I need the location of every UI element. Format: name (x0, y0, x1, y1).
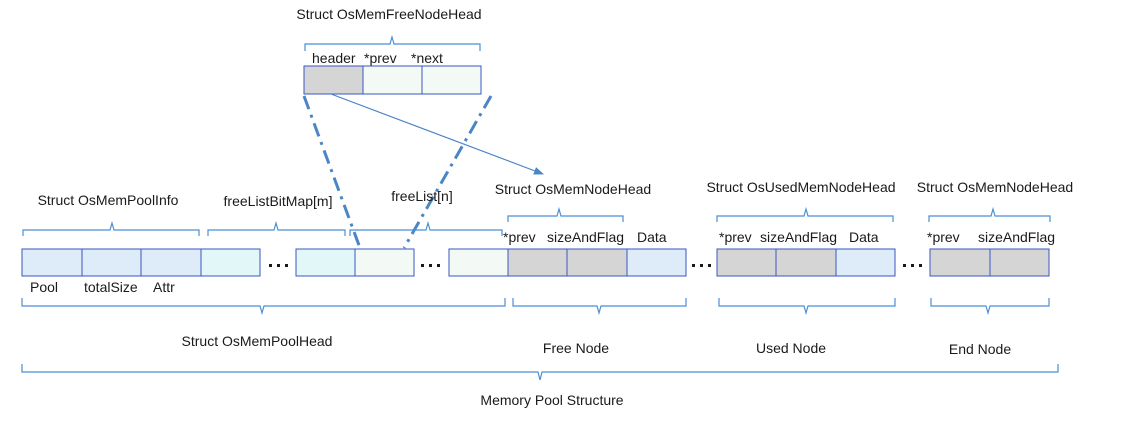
memory-pool-structure-label: Memory Pool Structure (480, 392, 623, 408)
dash-connector-right (402, 95, 493, 249)
used-node-size-cell (775, 248, 837, 277)
memory-pool-brace (21, 364, 1059, 381)
attr-cell (140, 248, 202, 277)
pool-cell (21, 248, 83, 277)
used-node-head-brace (716, 206, 894, 222)
free-head-next-cell (421, 65, 482, 95)
free-node-prev-cell (507, 248, 568, 277)
ellipsis-dots-4 (903, 264, 922, 267)
free-head-next-field: *next (411, 50, 443, 66)
end-node-size-cell (989, 248, 1050, 277)
free-node-data-field: Data (637, 229, 667, 245)
end-node-head-struct-label: Struct OsMemNodeHead (917, 179, 1073, 195)
end-node-brace (930, 298, 1050, 316)
used-node-data-cell (835, 248, 896, 277)
ellipsis-dots-2 (421, 264, 440, 267)
header-to-free-node-arrow (330, 93, 544, 175)
total-size-field: totalSize (84, 279, 138, 295)
end-node-size-and-flag-field: sizeAndFlag (978, 229, 1055, 245)
free-node-brace (512, 298, 687, 316)
free-list-bitmap-label: freeListBitMap[m] (224, 193, 333, 209)
used-node-prev-field: *prev (719, 229, 752, 245)
end-node-prev-cell (929, 248, 991, 277)
pool-info-struct-label: Struct OsMemPoolInfo (38, 192, 179, 208)
free-head-header-cell (303, 65, 364, 95)
used-node-prev-cell (716, 248, 777, 277)
pool-info-brace (22, 220, 200, 236)
free-list-brace (349, 220, 503, 236)
free-list-bitmap-cell (200, 248, 261, 277)
free-node-head-brace (304, 34, 481, 51)
attr-field: Attr (153, 279, 175, 295)
end-node-prev-field: *prev (927, 229, 960, 245)
free-head-prev-cell (362, 65, 423, 95)
free-head-prev-field: *prev (364, 50, 397, 66)
mem-node-head-struct-label: Struct OsMemNodeHead (495, 181, 651, 197)
free-node-head-struct-label: Struct OsMemFreeNodeHead (296, 6, 481, 22)
free-node-prev-field: *prev (503, 229, 536, 245)
free-head-header-field: header (312, 50, 356, 66)
free-node-data-cell (626, 248, 687, 277)
used-node-data-field: Data (849, 229, 879, 245)
used-mem-node-head-struct-label: Struct OsUsedMemNodeHead (706, 179, 895, 195)
free-list-cell (354, 248, 415, 277)
used-node-brace (718, 298, 896, 316)
free-list-bitmap-brace (207, 220, 346, 236)
free-list-end-cell (448, 248, 509, 277)
free-node-size-cell (566, 248, 628, 277)
used-node-size-and-flag-field: sizeAndFlag (760, 229, 837, 245)
mem-node-head-brace (507, 206, 624, 222)
end-node-label: End Node (949, 341, 1011, 357)
total-size-cell (81, 248, 142, 277)
end-node-head-brace (928, 206, 1051, 222)
pool-head-brace (21, 298, 506, 316)
used-node-label: Used Node (756, 340, 826, 356)
free-list-label: freeList[n] (391, 188, 452, 204)
free-node-label: Free Node (543, 340, 609, 356)
pool-head-struct-label: Struct OsMemPoolHead (182, 333, 333, 349)
pool-field: Pool (30, 279, 58, 295)
free-list-bitmap-end-cell (295, 248, 356, 277)
ellipsis-dots-1 (269, 264, 288, 267)
dash-connector-left (302, 95, 362, 249)
ellipsis-dots-3 (692, 264, 711, 267)
free-node-size-and-flag-field: sizeAndFlag (547, 229, 624, 245)
